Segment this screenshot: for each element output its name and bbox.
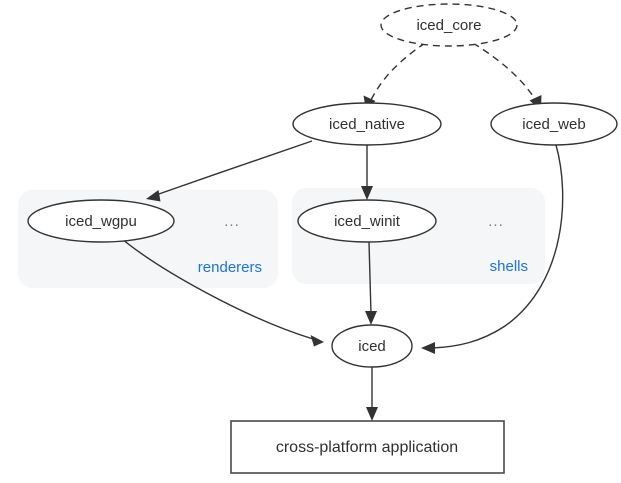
edge-web-to-iced <box>421 144 564 354</box>
node-iced-wgpu-shape[interactable] <box>27 199 175 243</box>
edge-native-to-wgpu-line <box>155 140 313 196</box>
node-iced-label: iced <box>358 338 386 355</box>
cluster-renderers-ellipsis: ... <box>224 213 240 230</box>
node-application-label: cross-platform application <box>276 439 458 456</box>
edge-winit-to-iced <box>365 241 377 325</box>
edge-core-to-web-line <box>472 42 536 100</box>
node-iced[interactable]: iced <box>331 324 413 368</box>
node-iced-wgpu-label: iced_wgpu <box>65 213 137 230</box>
node-iced-native[interactable]: iced_native <box>292 102 442 146</box>
edge-wgpu-to-iced <box>121 238 324 347</box>
edge-winit-to-iced-line <box>368 241 372 315</box>
node-iced-core-label: iced_core <box>416 17 481 34</box>
edge-wgpu-to-iced-line <box>121 238 314 340</box>
node-iced-shape[interactable] <box>331 324 413 368</box>
edge-core-to-native <box>363 42 426 110</box>
edge-core-to-web <box>472 42 542 110</box>
node-iced-winit-shape[interactable] <box>297 199 437 243</box>
node-iced-native-shape[interactable] <box>292 102 442 146</box>
node-application-shape[interactable] <box>230 420 505 474</box>
cluster-shells-ellipsis: ... <box>488 213 504 230</box>
edge-native-to-winit-arrowhead <box>361 186 373 200</box>
cluster-shells-label: shells <box>490 258 528 275</box>
edge-native-to-wgpu-arrowhead <box>146 190 161 202</box>
node-iced-winit-label: iced_winit <box>334 213 401 230</box>
edge-native-to-wgpu <box>146 140 313 202</box>
edge-iced-to-app-arrowhead <box>366 407 378 421</box>
node-iced-web-shape[interactable] <box>490 102 618 146</box>
edge-web-to-iced-line <box>431 144 564 349</box>
edge-native-to-winit <box>361 145 373 200</box>
edge-winit-to-iced-arrowhead <box>365 311 377 325</box>
node-iced-web-label: iced_web <box>522 116 585 133</box>
edge-web-to-iced-arrowhead <box>421 342 435 354</box>
node-iced-web[interactable]: iced_web <box>490 102 618 146</box>
edge-iced-to-app <box>366 367 378 421</box>
edge-wgpu-to-iced-arrowhead <box>310 335 324 347</box>
edge-core-to-native-line <box>370 42 426 101</box>
cluster-renderers-label: renderers <box>198 259 262 276</box>
node-iced-winit[interactable]: iced_winit <box>297 199 437 243</box>
node-iced-core-shape[interactable] <box>380 3 518 47</box>
node-iced-native-label: iced_native <box>329 116 405 133</box>
node-application[interactable]: cross-platform application <box>230 420 505 474</box>
node-iced-core[interactable]: iced_core <box>380 3 518 47</box>
node-iced-wgpu[interactable]: iced_wgpu <box>27 199 175 243</box>
